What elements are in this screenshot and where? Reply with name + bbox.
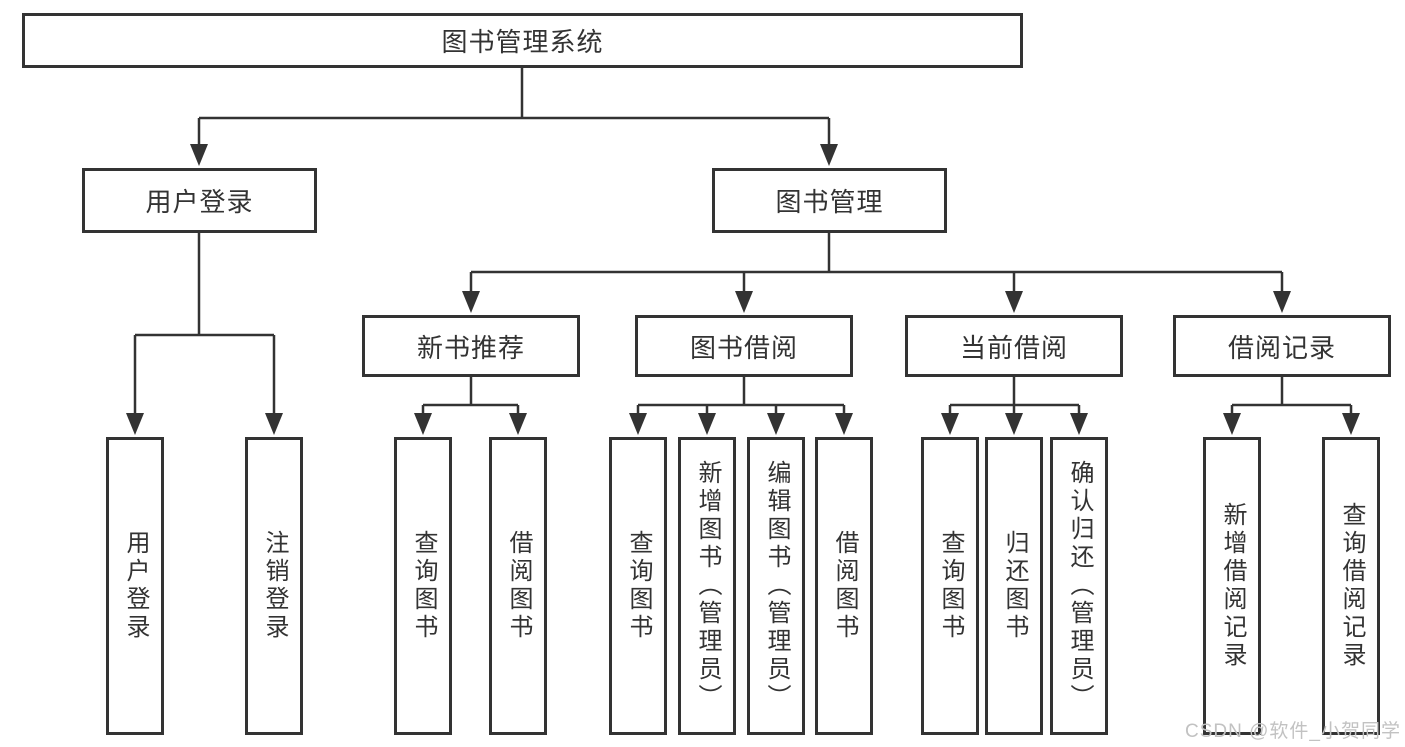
leaf-confirm-return-admin-label: 确认归还（管理员） bbox=[1066, 460, 1093, 712]
node-book-management: 图书管理 bbox=[712, 168, 947, 233]
leaf-confirm-return-admin: 确认归还（管理员） bbox=[1050, 437, 1108, 735]
leaf-query-books-borrow-label: 查询图书 bbox=[625, 530, 652, 642]
connector-current-borrow-to-leaves bbox=[941, 377, 1088, 435]
leaf-query-borrow-record: 查询借阅记录 bbox=[1322, 437, 1380, 735]
node-root: 图书管理系统 bbox=[22, 13, 1023, 68]
leaf-user-login-label: 用户登录 bbox=[122, 530, 149, 642]
node-book-borrow: 图书借阅 bbox=[635, 315, 853, 377]
leaf-borrow-books-recommend: 借阅图书 bbox=[489, 437, 547, 735]
connector-user-login-to-leaves bbox=[126, 233, 283, 435]
node-root-label: 图书管理系统 bbox=[441, 27, 604, 57]
leaf-return-book-label: 归还图书 bbox=[1001, 530, 1028, 642]
leaf-borrow-books: 借阅图书 bbox=[815, 437, 873, 735]
leaf-borrow-books-label: 借阅图书 bbox=[831, 530, 858, 642]
leaf-edit-book-admin: 编辑图书（管理员） bbox=[747, 437, 805, 735]
node-borrow-records: 借阅记录 bbox=[1173, 315, 1391, 377]
leaf-query-books-recommend-label: 查询图书 bbox=[410, 530, 437, 642]
leaf-borrow-books-recommend-label: 借阅图书 bbox=[505, 530, 532, 642]
leaf-query-borrow-record-label: 查询借阅记录 bbox=[1338, 502, 1365, 670]
leaf-edit-book-admin-label: 编辑图书（管理员） bbox=[763, 460, 790, 712]
leaf-add-book-admin: 新增图书（管理员） bbox=[678, 437, 736, 735]
node-book-management-label: 图书管理 bbox=[775, 187, 884, 217]
leaf-user-login: 用户登录 bbox=[106, 437, 164, 735]
node-user-login: 用户登录 bbox=[82, 168, 317, 233]
connector-book-borrow-to-leaves bbox=[629, 377, 853, 435]
node-current-borrow-label: 当前借阅 bbox=[959, 332, 1068, 363]
node-book-borrow-label: 图书借阅 bbox=[689, 332, 798, 363]
node-new-book-recommend-label: 新书推荐 bbox=[416, 332, 525, 363]
connector-borrow-records-to-leaves bbox=[1223, 377, 1360, 435]
leaf-add-borrow-record-label: 新增借阅记录 bbox=[1219, 502, 1246, 670]
node-user-login-label: 用户登录 bbox=[145, 187, 254, 217]
leaf-add-book-admin-label: 新增图书（管理员） bbox=[694, 460, 721, 712]
leaf-query-books-recommend: 查询图书 bbox=[394, 437, 452, 735]
node-new-book-recommend: 新书推荐 bbox=[362, 315, 580, 377]
leaf-logout: 注销登录 bbox=[245, 437, 303, 735]
leaf-query-books-borrow: 查询图书 bbox=[609, 437, 667, 735]
node-current-borrow: 当前借阅 bbox=[905, 315, 1123, 377]
leaf-return-book: 归还图书 bbox=[985, 437, 1043, 735]
connector-root-to-level2 bbox=[190, 66, 838, 166]
leaf-add-borrow-record: 新增借阅记录 bbox=[1203, 437, 1261, 735]
node-borrow-records-label: 借阅记录 bbox=[1227, 332, 1336, 363]
leaf-logout-label: 注销登录 bbox=[261, 530, 288, 642]
leaf-query-books-current-label: 查询图书 bbox=[937, 530, 964, 642]
connector-new-book-to-leaves bbox=[414, 377, 527, 435]
watermark: CSDN @软件_小贺同学 bbox=[1185, 721, 1401, 742]
connector-book-management-to-level3 bbox=[462, 233, 1291, 313]
leaf-query-books-current: 查询图书 bbox=[921, 437, 979, 735]
